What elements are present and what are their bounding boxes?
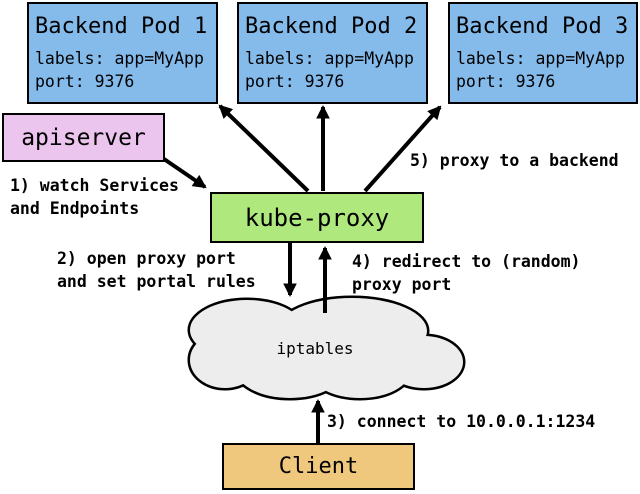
annotation-step4: 4) redirect to (random) proxy port <box>352 252 581 294</box>
pod-port: port: 9376 <box>245 72 345 91</box>
backend-pod-1-box: Backend Pod 1 labels: app=MyApp port: 93… <box>27 2 218 104</box>
annotation-step2: 2) open proxy port and set portal rules <box>57 249 256 291</box>
pod-labels: labels: app=MyApp <box>35 49 204 68</box>
arrow-proxy-to-pod1 <box>218 104 310 193</box>
pod-port: port: 9376 <box>35 72 135 91</box>
iptables-label: iptables <box>276 339 354 358</box>
annotation-step5: 5) proxy to a backend <box>410 151 619 170</box>
annotation-step1: 1) watch Services and Endpoints <box>10 176 179 218</box>
kube-proxy-label: kube-proxy <box>244 203 390 232</box>
backend-pod-2-box: Backend Pod 2 labels: app=MyApp port: 93… <box>237 2 428 104</box>
apiserver-label: apiserver <box>21 124 146 151</box>
annotation-step3: 3) connect to 10.0.0.1:1234 <box>327 412 596 431</box>
client-box: Client <box>222 443 415 490</box>
pod-labels: labels: app=MyApp <box>456 49 625 68</box>
kube-proxy-box: kube-proxy <box>210 192 424 243</box>
pod-title: Backend Pod 3 <box>456 14 629 39</box>
backend-pod-3-box: Backend Pod 3 labels: app=MyApp port: 93… <box>448 2 638 104</box>
pod-title: Backend Pod 1 <box>35 14 208 39</box>
pod-labels: labels: app=MyApp <box>245 49 414 68</box>
apiserver-box: apiserver <box>2 113 165 162</box>
pod-title: Backend Pod 2 <box>245 14 418 39</box>
client-label: Client <box>278 454 359 479</box>
pod-port: port: 9376 <box>456 72 556 91</box>
